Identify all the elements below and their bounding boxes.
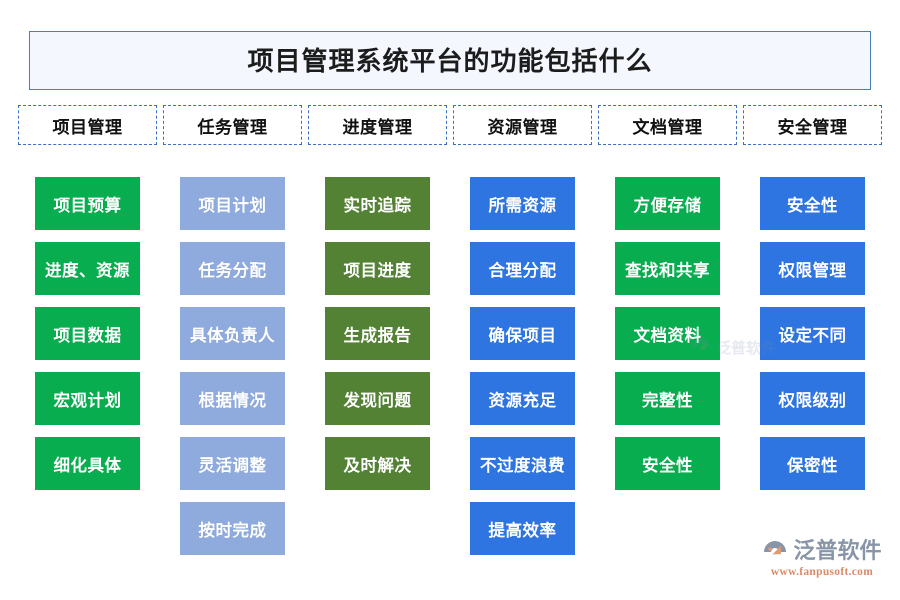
feature-cell[interactable]: 任务分配 xyxy=(180,242,285,295)
feature-cell[interactable]: 及时解决 xyxy=(325,437,430,490)
feature-cell[interactable]: 提高效率 xyxy=(470,502,575,555)
feature-cell[interactable]: 项目预算 xyxy=(35,177,140,230)
feature-cell-label: 项目计划 xyxy=(198,196,267,215)
feature-cell-label: 及时解决 xyxy=(343,456,412,475)
feature-cell-label: 项目进度 xyxy=(343,261,412,280)
feature-cell[interactable]: 具体负责人 xyxy=(180,307,285,360)
feature-cell-label: 项目数据 xyxy=(53,326,122,345)
feature-cell-label: 权限管理 xyxy=(778,261,847,280)
category-header-3[interactable]: 进度管理 xyxy=(308,105,447,145)
feature-cell[interactable]: 确保项目 xyxy=(470,307,575,360)
feature-cell-label: 不过度浪费 xyxy=(480,456,565,475)
page-title-banner: 项目管理系统平台的功能包括什么 xyxy=(29,31,871,90)
brand-logo: 泛普软件 www.fanpusoft.com xyxy=(757,538,887,586)
feature-cell-label: 保密性 xyxy=(787,456,838,475)
feature-cell[interactable]: 细化具体 xyxy=(35,437,140,490)
feature-cell[interactable]: 权限管理 xyxy=(760,242,865,295)
feature-cell-label: 权限级别 xyxy=(778,391,847,410)
feature-cell-empty xyxy=(615,502,720,555)
feature-cell-label: 确保项目 xyxy=(488,326,557,345)
feature-cell[interactable]: 进度、资源 xyxy=(35,242,140,295)
feature-cell-label: 项目预算 xyxy=(53,196,122,215)
feature-cell-label: 根据情况 xyxy=(198,391,267,410)
category-header-row: 项目管理 任务管理 进度管理 资源管理 文档管理 安全管理 xyxy=(18,105,882,145)
category-header-5[interactable]: 文档管理 xyxy=(598,105,737,145)
feature-cell-label: 资源充足 xyxy=(488,391,557,410)
feature-cell[interactable]: 不过度浪费 xyxy=(470,437,575,490)
feature-cell[interactable]: 宏观计划 xyxy=(35,372,140,425)
feature-cell[interactable]: 保密性 xyxy=(760,437,865,490)
feature-cell[interactable]: 按时完成 xyxy=(180,502,285,555)
feature-cell-label: 宏观计划 xyxy=(53,391,122,410)
feature-cell[interactable]: 查找和共享 xyxy=(615,242,720,295)
feature-cell[interactable]: 根据情况 xyxy=(180,372,285,425)
feature-cell-grid: 项目预算项目计划实时追踪所需资源方便存储安全性进度、资源任务分配项目进度合理分配… xyxy=(18,177,882,555)
feature-cell[interactable]: 项目数据 xyxy=(35,307,140,360)
category-header-label: 安全管理 xyxy=(777,117,848,137)
feature-cell-label: 设定不同 xyxy=(778,326,847,345)
feature-cell[interactable]: 安全性 xyxy=(615,437,720,490)
category-header-6[interactable]: 安全管理 xyxy=(743,105,882,145)
feature-cell-label: 文档资料 xyxy=(633,326,702,345)
category-header-label: 资源管理 xyxy=(487,117,558,137)
feature-cell[interactable]: 完整性 xyxy=(615,372,720,425)
feature-cell[interactable]: 发现问题 xyxy=(325,372,430,425)
feature-cell-label: 完整性 xyxy=(642,391,693,410)
category-header-1[interactable]: 项目管理 xyxy=(18,105,157,145)
brand-url: www.fanpusoft.com xyxy=(770,566,874,578)
feature-cell[interactable]: 合理分配 xyxy=(470,242,575,295)
feature-cell[interactable]: 权限级别 xyxy=(760,372,865,425)
feature-cell[interactable]: 设定不同 xyxy=(760,307,865,360)
feature-cell-label: 提高效率 xyxy=(488,521,557,540)
feature-cell-label: 灵活调整 xyxy=(198,456,267,475)
feature-cell-label: 方便存储 xyxy=(633,196,702,215)
feature-cell-label: 任务分配 xyxy=(198,261,267,280)
category-header-label: 进度管理 xyxy=(342,117,413,137)
brand-name: 泛普软件 xyxy=(793,538,882,563)
feature-cell[interactable]: 方便存储 xyxy=(615,177,720,230)
feature-cell[interactable]: 文档资料 xyxy=(615,307,720,360)
brand-logo-line: 泛普软件 xyxy=(762,538,882,564)
feature-cell-label: 安全性 xyxy=(787,196,838,215)
feature-cell-label: 实时追踪 xyxy=(343,196,412,215)
feature-cell-label: 生成报告 xyxy=(343,326,412,345)
feature-cell[interactable]: 实时追踪 xyxy=(325,177,430,230)
feature-cell-empty xyxy=(325,502,430,555)
feature-cell-label: 所需资源 xyxy=(488,196,557,215)
feature-cell-label: 具体负责人 xyxy=(190,326,275,345)
feature-cell-label: 发现问题 xyxy=(343,391,412,410)
feature-cell[interactable]: 灵活调整 xyxy=(180,437,285,490)
feature-cell[interactable]: 项目计划 xyxy=(180,177,285,230)
category-header-label: 任务管理 xyxy=(197,117,268,137)
page-title: 项目管理系统平台的功能包括什么 xyxy=(247,45,653,76)
feature-cell-label: 按时完成 xyxy=(198,521,267,540)
feature-cell-label: 安全性 xyxy=(642,456,693,475)
feature-cell-empty xyxy=(35,502,140,555)
category-header-label: 项目管理 xyxy=(52,117,123,137)
feature-cell[interactable]: 生成报告 xyxy=(325,307,430,360)
feature-cell-label: 进度、资源 xyxy=(45,261,130,280)
category-header-2[interactable]: 任务管理 xyxy=(163,105,302,145)
feature-cell-label: 查找和共享 xyxy=(625,261,710,280)
feature-cell-label: 合理分配 xyxy=(488,261,557,280)
category-header-label: 文档管理 xyxy=(632,117,703,137)
category-header-4[interactable]: 资源管理 xyxy=(453,105,592,145)
feature-cell[interactable]: 项目进度 xyxy=(325,242,430,295)
feature-cell[interactable]: 资源充足 xyxy=(470,372,575,425)
feature-cell[interactable]: 所需资源 xyxy=(470,177,575,230)
feature-cell[interactable]: 安全性 xyxy=(760,177,865,230)
feature-cell-label: 细化具体 xyxy=(53,456,122,475)
fanpu-logo-icon xyxy=(764,541,787,555)
